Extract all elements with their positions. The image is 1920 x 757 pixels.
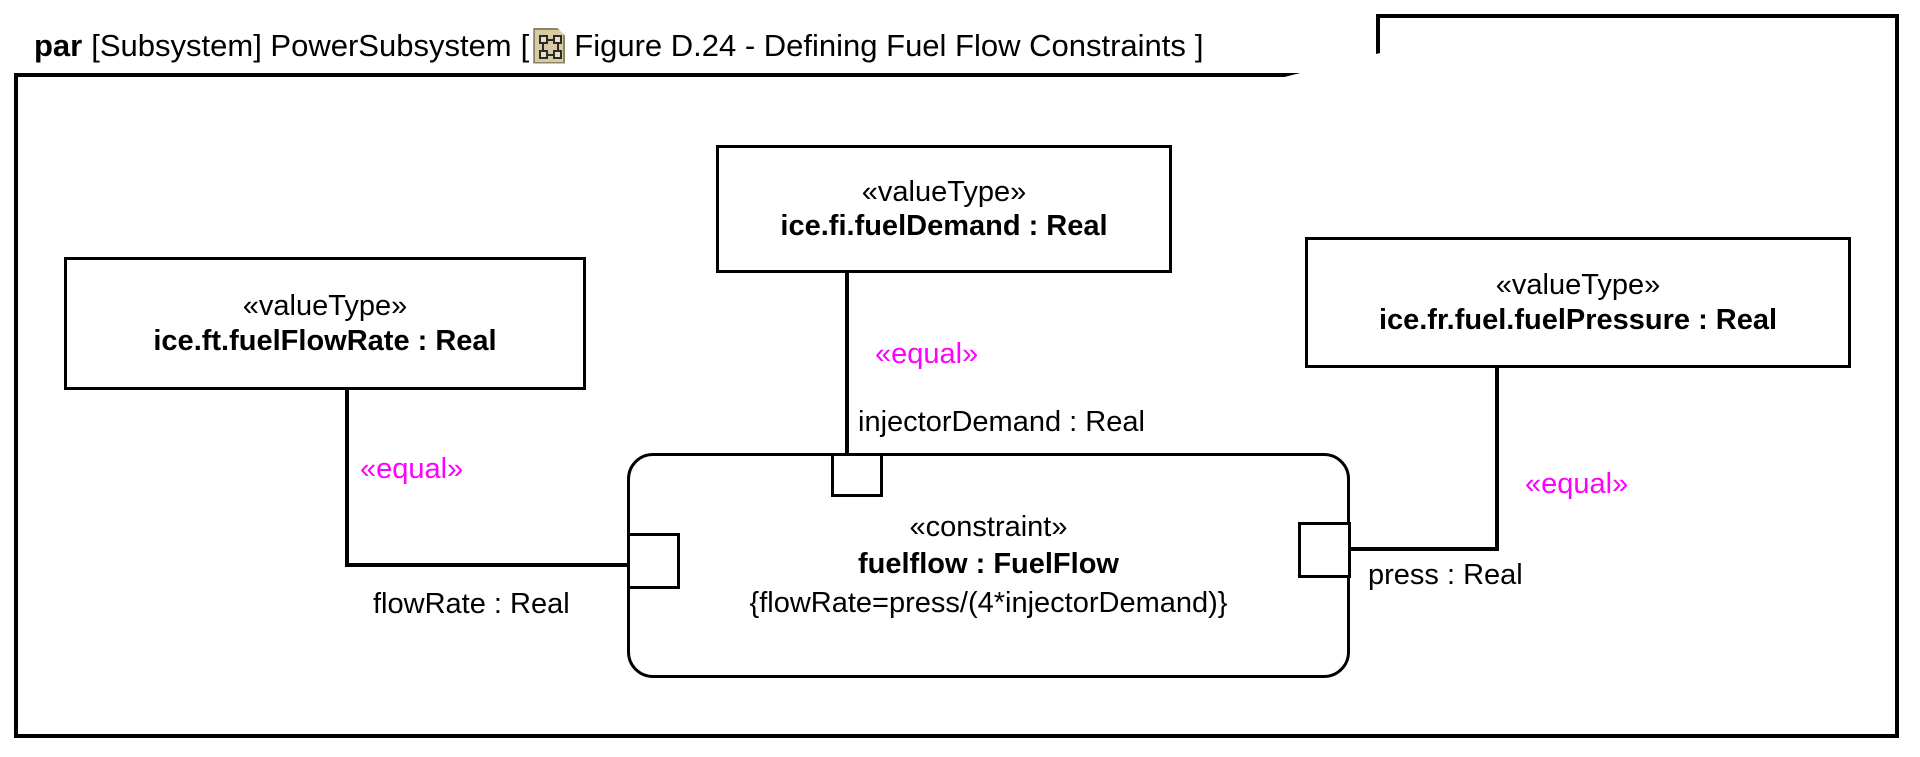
stereotype-label: «valueType»	[1495, 269, 1661, 302]
constraint-parameter-port-flow-rate[interactable]	[627, 533, 680, 589]
diagram-figure-title: Figure D.24 - Defining Fuel Flow Constra…	[574, 28, 1186, 63]
diagram-kind-keyword: par	[34, 28, 83, 63]
bdd-diagram-icon	[533, 27, 566, 64]
bdd-icon-link-right	[557, 42, 560, 51]
bracket-close: ]	[1194, 28, 1204, 63]
value-type-block-fuel-pressure[interactable]: «valueType» ice.fr.fuel.fuelPressure : R…	[1305, 237, 1851, 368]
parameter-label-injector-demand: injectorDemand : Real	[858, 406, 1145, 438]
bdd-icon-square-br	[553, 49, 563, 59]
stereotype-label: «constraint»	[909, 511, 1068, 544]
constraint-expression: {flowRate=press/(4*injectorDemand)}	[749, 586, 1228, 619]
value-type-name: ice.ft.fuelFlowRate : Real	[153, 324, 497, 357]
binding-connector-left-vertical	[345, 390, 349, 567]
binding-stereotype-label-right: «equal»	[1525, 468, 1629, 500]
binding-connector-left-horizontal	[345, 563, 630, 567]
diagram-header-label: par [Subsystem] PowerSubsystem [ Figure …	[14, 14, 1204, 77]
binding-connector-right-horizontal	[1348, 547, 1499, 551]
value-type-name: ice.fi.fuelDemand : Real	[780, 210, 1108, 242]
bdd-icon-link-top	[547, 38, 555, 41]
constraint-block-name: fuelflow : FuelFlow	[858, 548, 1119, 581]
binding-connector-right-vertical	[1495, 368, 1499, 551]
value-type-block-fuel-demand[interactable]: «valueType» ice.fi.fuelDemand : Real	[716, 145, 1172, 273]
binding-stereotype-label-center: «equal»	[875, 338, 979, 370]
value-type-name: ice.fr.fuel.fuelPressure : Real	[1378, 303, 1778, 336]
parameter-label-flow-rate: flowRate : Real	[373, 588, 570, 620]
binding-connector-center-vertical	[845, 273, 849, 456]
bracket-open: [	[520, 28, 530, 63]
binding-stereotype-label-left: «equal»	[360, 453, 464, 485]
bdd-icon-link-left	[542, 42, 545, 51]
constraint-parameter-port-press[interactable]	[1298, 522, 1351, 578]
diagram-header-tab	[14, 14, 1380, 77]
parameter-label-press: press : Real	[1368, 559, 1523, 591]
diagram-context: [Subsystem] PowerSubsystem	[91, 28, 512, 63]
stereotype-label: «valueType»	[861, 175, 1027, 208]
constraint-parameter-port-injector-demand[interactable]	[831, 453, 883, 497]
constraint-block-fuelflow[interactable]: «constraint» fuelflow : FuelFlow {flowRa…	[627, 453, 1350, 678]
value-type-block-fuel-flow-rate[interactable]: «valueType» ice.ft.fuelFlowRate : Real	[64, 257, 586, 390]
stereotype-label: «valueType»	[242, 290, 408, 323]
bdd-icon-link-bottom	[547, 53, 555, 56]
